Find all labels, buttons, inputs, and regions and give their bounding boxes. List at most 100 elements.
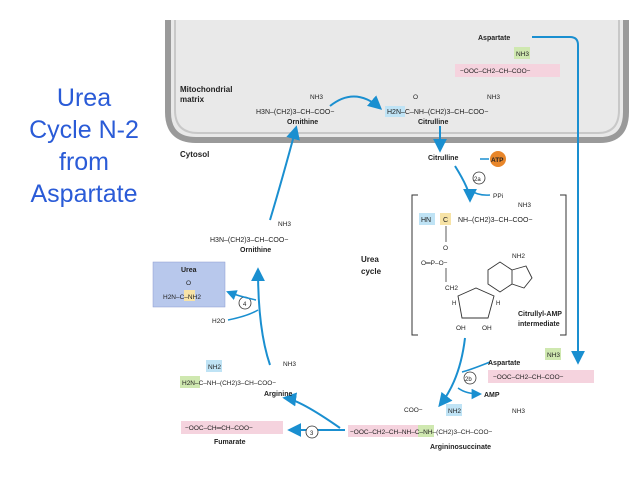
- slide-title: Urea Cycle N-2 from Aspartate: [4, 82, 164, 210]
- ribose-h-left: H: [452, 301, 456, 307]
- camp-oh-2: OH: [482, 325, 492, 332]
- ornithine-cyto-formula: H3N–(CH2)3–CH–COO−: [210, 237, 288, 244]
- arrow-ornithine-import: [269, 125, 300, 221]
- argininosuccinate-nh2-box: [446, 404, 462, 416]
- aspartate-bottom-nh3-box: [545, 348, 561, 360]
- adenine-ring-5: [511, 265, 533, 289]
- ornithine-cyto-nh3: NH3: [278, 221, 291, 228]
- arrow-aspartate-down: [532, 36, 585, 365]
- ornithine-mito-formula: H3N–(CH2)3–CH–COO−: [256, 109, 334, 116]
- arginine-nh2: NH2: [208, 364, 221, 371]
- camp-hn: HN: [421, 217, 431, 224]
- camp-opo: O═P–O−: [421, 260, 448, 267]
- mito-label-2: matrix: [180, 95, 205, 104]
- fumarate-formula: −OOC–CH═CH–COO−: [185, 425, 253, 432]
- water-label: H2O: [212, 318, 225, 325]
- aspartate-top-nh3-box: [514, 47, 530, 59]
- camp-nh2: NH2: [512, 253, 525, 260]
- title-line-2: Cycle N-2: [29, 116, 139, 144]
- argininosuccinate-formula: −OOC–CH2–CH–NH–C–NH–(CH2)3–CH–COO−: [350, 429, 493, 436]
- aspartate-bottom-formula: −OOC–CH2–CH–COO−: [493, 374, 564, 381]
- urea-c-box: [184, 290, 195, 301]
- argininosuccinate-nh-box: [418, 425, 434, 437]
- argininosuccinate-nh2: NH2: [448, 408, 461, 415]
- atp-circle: [490, 151, 506, 167]
- arginine-formula: H2N–C–NH–(CH2)3–CH–COO−: [182, 380, 276, 387]
- amp-arrow: [457, 387, 483, 400]
- camp-chain: NH–(CH2)3–CH–COO−: [458, 217, 533, 224]
- step-2a-circle: [472, 171, 486, 185]
- cycle-label-2: cycle: [361, 267, 382, 276]
- argininosuccinate-name: Argininosuccinate: [430, 444, 491, 451]
- mito-label-1: Mitochondrial: [180, 85, 232, 94]
- aspartate-in-arrow: [461, 361, 491, 373]
- title-line-1: Urea: [56, 84, 112, 112]
- arrow-to-urea: [226, 290, 257, 301]
- arrow-step-2b: [438, 337, 466, 408]
- camp-c: C: [443, 217, 448, 224]
- fumarate-name: Fumarate: [214, 439, 246, 446]
- bracket-right: [560, 194, 567, 336]
- argininosuccinate-nh3: NH3: [512, 408, 525, 415]
- arrow-step-2a: [454, 165, 477, 203]
- arginine-name: Arginine: [264, 391, 292, 398]
- aspartate-bottom-name: Aspartate: [488, 360, 520, 367]
- water-in-arrow: [227, 309, 259, 321]
- camp-name-2: intermediate: [518, 321, 560, 328]
- aspartate-top-formula: −OOC–CH2–CH–COO−: [460, 68, 531, 75]
- aspartate-bottom-pink-box: [488, 370, 594, 383]
- urea-formula: H2N–C–NH2: [163, 294, 201, 301]
- urea-name: Urea: [181, 267, 197, 274]
- camp-nh3: NH3: [518, 202, 531, 209]
- arrow-to-arginine: [282, 392, 341, 429]
- arrow-to-ornithine: [251, 267, 271, 366]
- mitochondrion-membrane: [165, 20, 629, 143]
- citrulline-mito-nh3: NH3: [487, 94, 500, 101]
- atp-label: ATP: [491, 157, 504, 164]
- arginine-h2n-box: [180, 376, 200, 388]
- step-4-label: 4: [243, 302, 247, 308]
- step-3-label: 3: [310, 431, 314, 437]
- title-line-4: Aspartate: [30, 180, 138, 208]
- citrulline-mito-o: O: [413, 94, 418, 101]
- aspartate-top-name: Aspartate: [478, 35, 510, 42]
- camp-hn-box: [419, 213, 435, 225]
- step-3-circle: [305, 425, 319, 439]
- ppi-label: PPi: [493, 193, 503, 200]
- amp-label: AMP: [484, 392, 500, 399]
- arginine-nh3: NH3: [283, 361, 296, 368]
- argininosuccinate-coo: COO−: [404, 407, 423, 414]
- camp-ch2: CH2: [445, 285, 458, 292]
- adenine-ring-6: [487, 261, 513, 293]
- urea-o: O: [186, 280, 191, 287]
- camp-name-1: Citrullyl-AMP: [518, 311, 562, 318]
- arrow-ornithine-to-citrulline: [329, 95, 383, 110]
- bracket-left: [411, 194, 418, 336]
- aspartate-bottom-nh3: NH3: [547, 352, 560, 359]
- arginine-nh2-box: [206, 360, 222, 372]
- step-2b-circle: [463, 371, 477, 385]
- citrulline-cyto-name: Citrulline: [428, 155, 458, 162]
- citrulline-mito-formula: H2N–C–NH–(CH2)3–CH–COO−: [387, 109, 488, 116]
- ornithine-mito-name: Ornithine: [287, 119, 318, 126]
- citrulline-nh-highlight: [385, 106, 405, 117]
- argininosuccinate-pink-box: [348, 425, 418, 437]
- fumarate-pink-box: [181, 421, 283, 434]
- step-2b-label: 2b: [465, 377, 472, 383]
- aspartate-top-pink-box: [455, 64, 560, 77]
- cytosol-label: Cytosol: [180, 150, 209, 159]
- camp-o: O: [443, 245, 448, 252]
- cycle-label-1: Urea: [361, 255, 379, 264]
- citrulline-mito-name: Citrulline: [418, 119, 448, 126]
- camp-c-box: [440, 213, 451, 225]
- step-2a-label: 2a: [474, 177, 481, 183]
- ornithine-mito-nh3: NH3: [310, 94, 323, 101]
- camp-oh-1: OH: [456, 325, 466, 332]
- ornithine-cyto-name: Ornithine: [240, 247, 271, 254]
- ribose-h-right: H: [496, 301, 500, 307]
- title-line-3: from: [59, 148, 109, 176]
- aspartate-top-nh3: NH3: [516, 51, 529, 58]
- ribose-ring: [457, 287, 495, 319]
- ppi-arrow: [469, 189, 491, 196]
